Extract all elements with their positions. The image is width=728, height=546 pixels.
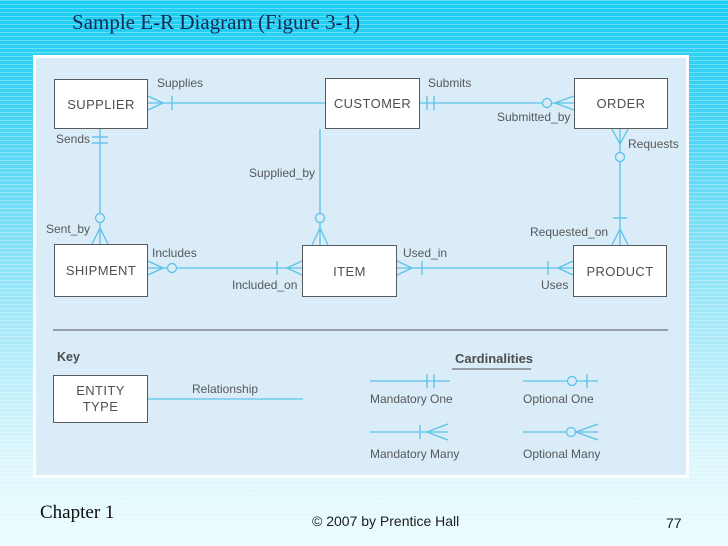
entity-shipment: SHIPMENT — [54, 244, 148, 297]
entity-customer: CUSTOMER — [325, 78, 420, 129]
label-included-on: Included_on — [232, 278, 298, 292]
legend-mandatory-one: Mandatory One — [370, 392, 453, 406]
slide-title: Sample E-R Diagram (Figure 3-1) — [72, 10, 361, 34]
footer-copyright: © 2007 by Prentice Hall — [312, 513, 460, 529]
legend-optional-one: Optional One — [523, 392, 594, 406]
legend-optional-many: Optional Many — [523, 447, 601, 461]
entity-supplier: SUPPLIER — [54, 79, 148, 129]
label-supplies: Supplies — [157, 76, 204, 90]
label-supplied-by: Supplied_by — [249, 166, 316, 180]
label-used-in: Used_in — [403, 246, 448, 260]
key-entity-type-label: ENTITY TYPE — [76, 382, 125, 414]
footer-chapter: Chapter 1 — [40, 502, 115, 523]
label-requests: Requests — [628, 137, 679, 151]
label-uses: Uses — [541, 278, 569, 292]
entity-item: ITEM — [302, 245, 397, 297]
label-submitted-by: Submitted_by — [497, 110, 571, 124]
footer-page-number: 77 — [666, 515, 682, 531]
label-includes: Includes — [152, 246, 197, 260]
entity-order: ORDER — [574, 78, 668, 129]
label-requested-on: Requested_on — [530, 225, 609, 239]
key-relationship-label: Relationship — [192, 382, 259, 396]
entity-product: PRODUCT — [573, 245, 667, 297]
key-heading: Key — [57, 350, 80, 364]
label-sends: Sends — [56, 132, 91, 146]
label-submits: Submits — [428, 76, 472, 90]
legend-mandatory-many: Mandatory Many — [370, 447, 460, 461]
label-sent-by: Sent_by — [46, 222, 91, 236]
key-entity-type-box: ENTITY TYPE — [53, 375, 148, 423]
legend-title: Cardinalities — [455, 351, 534, 366]
